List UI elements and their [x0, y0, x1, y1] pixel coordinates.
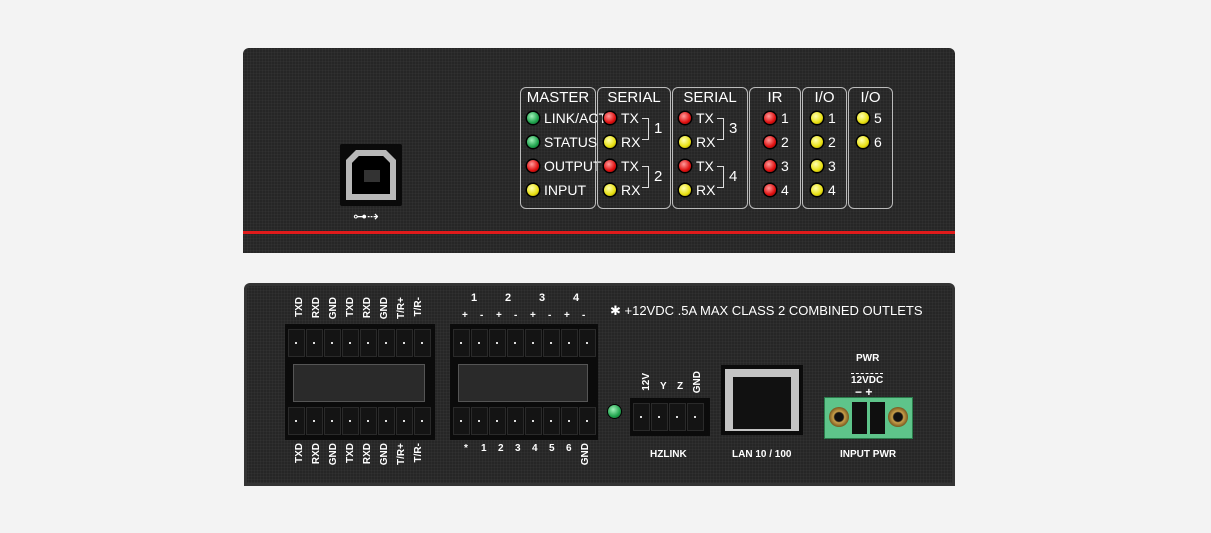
red-led-icon — [604, 160, 616, 172]
led-output: OUTPUT — [527, 156, 602, 176]
yellow-led-icon — [679, 136, 691, 148]
ir-led-group: IR 1 2 3 4 — [749, 87, 801, 209]
hzlink-status-led — [608, 405, 621, 418]
pwr-title: PWR — [856, 353, 880, 364]
lan-label: LAN 10 / 100 — [732, 449, 792, 460]
front-panel: ⊶⇢ MASTER LINK/ACT STATUS OUTPUT INPUT S… — [243, 48, 955, 253]
yellow-led-icon — [604, 136, 616, 148]
serial-title: SERIAL — [683, 89, 737, 106]
usb-icon: ⊶⇢ — [353, 208, 379, 224]
input-pwr-label: INPUT PWR — [840, 449, 897, 460]
yellow-led-icon — [604, 184, 616, 196]
pwr-polarity: − + — [855, 385, 873, 399]
red-led-icon — [764, 112, 776, 124]
led-link-act: LINK/ACT — [527, 108, 607, 128]
red-led-icon — [764, 184, 776, 196]
pwr-voltage: 12VDC — [851, 373, 884, 386]
serial-3-4-led-group: SERIAL TX RX TX RX 3 4 — [672, 87, 748, 209]
hzlink-label: HZLINK — [650, 449, 687, 460]
yellow-led-icon — [857, 112, 869, 124]
serial-title: SERIAL — [607, 89, 661, 106]
yellow-led-icon — [811, 184, 823, 196]
io-title: I/O — [814, 89, 835, 106]
red-led-icon — [679, 112, 691, 124]
ir-title: IR — [767, 89, 783, 106]
yellow-led-icon — [679, 184, 691, 196]
serial-terminal-block[interactable] — [285, 324, 435, 440]
io-5-6-led-group: I/O 5 6 — [848, 87, 893, 209]
io-title: I/O — [860, 89, 881, 106]
red-led-icon — [679, 160, 691, 172]
yellow-led-icon — [811, 160, 823, 172]
red-led-icon — [764, 160, 776, 172]
red-led-icon — [604, 112, 616, 124]
ir-io-terminal-block[interactable] — [450, 324, 598, 440]
master-title: MASTER — [526, 89, 590, 106]
red-led-icon — [527, 160, 539, 172]
master-led-group: MASTER LINK/ACT STATUS OUTPUT INPUT — [520, 87, 607, 209]
rear-panel: TXD RXD GND TXD RXD GND T/R+ T/R- TXD RX… — [244, 283, 955, 486]
led-status: STATUS — [527, 132, 597, 152]
green-led-icon — [527, 112, 539, 124]
red-led-icon — [764, 136, 776, 148]
serial-1-2-led-group: SERIAL TX RX TX RX 1 2 — [597, 87, 671, 209]
led-input: INPUT — [527, 180, 586, 200]
power-input-connector[interactable] — [824, 397, 913, 439]
hzlink-connector[interactable] — [630, 398, 710, 436]
usb-port[interactable] — [340, 144, 402, 206]
yellow-led-icon — [811, 136, 823, 148]
yellow-led-icon — [527, 184, 539, 196]
power-note: ✱ +12VDC .5A MAX CLASS 2 COMBINED OUTLET… — [610, 303, 923, 318]
green-led-icon — [527, 136, 539, 148]
io-1-4-led-group: I/O 1 2 3 4 — [802, 87, 847, 209]
yellow-led-icon — [857, 136, 869, 148]
yellow-led-icon — [811, 112, 823, 124]
lan-port[interactable] — [721, 365, 803, 435]
red-accent-line — [243, 231, 955, 234]
